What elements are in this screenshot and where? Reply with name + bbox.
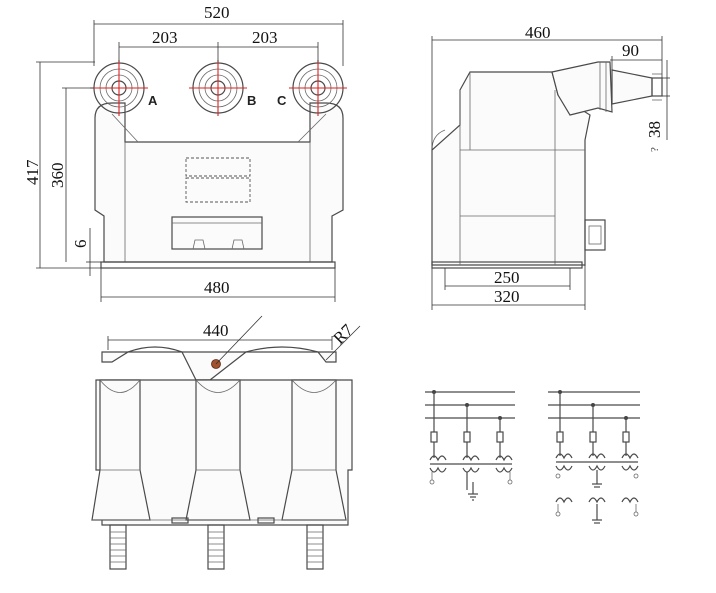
dim-480: 480 [100,268,336,302]
dim-radius: R7 [329,320,357,348]
dim-417: 417 [23,61,101,269]
dim-overall-length: 460 [525,23,551,42]
dim-base: 6 [71,240,90,249]
dim-height-total: 417 [23,159,42,185]
terminal-stud-c [306,524,324,570]
wiring-diagram-1 [425,390,515,501]
dim-360: 360 [48,87,94,262]
terminal-stud-b [207,524,225,570]
top-view: 440 R7 [91,315,361,570]
dim-90: 90 [610,41,662,70]
dim-base-width: 480 [204,278,230,297]
dim-320: 320 [431,265,586,310]
dim-base-inner: 250 [494,268,520,287]
bushing-b [189,60,247,116]
phase-label-c: C [277,93,287,108]
side-view: 460 90 38 ? 250 320 [431,23,670,310]
phase-label-a: A [148,93,158,108]
dim-203: 203 203 [118,28,319,62]
front-view: A B C 520 203 203 417 360 [23,3,347,302]
dim-terminal-dia: 38 [645,121,664,138]
dim-overall-width: 520 [204,3,230,22]
bushing-c [289,60,347,116]
dim-terminal: 90 [622,41,639,60]
dim-520: 520 [93,3,344,66]
dim-mount-width: 440 [203,321,229,340]
dim-440: 440 [107,321,333,350]
wiring-diagram-2 [548,390,640,524]
dim-spacing-right: 203 [252,28,278,47]
dim-460: 460 [431,23,663,150]
dim-6: 6 [71,228,101,276]
dim-base-outer: 320 [494,287,520,306]
dim-small-mark: ? [649,147,661,152]
dim-height-bushing: 360 [48,163,67,189]
phase-label-b: B [247,93,256,108]
dim-spacing-left: 203 [152,28,178,47]
terminal-stud-a [109,524,127,570]
dim-250: 250 [444,268,571,290]
dim-38: 38 ? [645,60,670,152]
